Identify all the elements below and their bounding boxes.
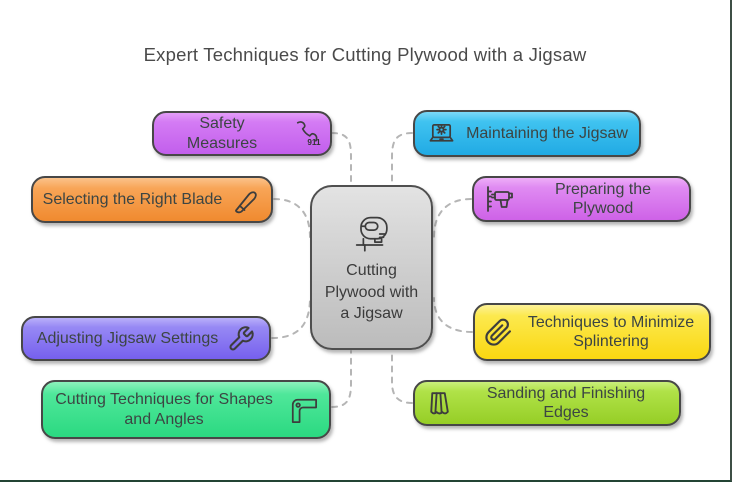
- node-label: Maintaining the Jigsaw: [466, 124, 628, 142]
- center-node-label: Cutting Plywood with a Jigsaw: [324, 262, 419, 323]
- curtain-pleats-icon: [424, 390, 453, 417]
- jigsaw-tool-icon: [349, 210, 395, 256]
- phone-911-icon: 911: [290, 119, 321, 148]
- connector-shapes-center: [331, 350, 352, 408]
- node-label: Selecting the Right Blade: [42, 190, 223, 208]
- paperclip-icon: [484, 318, 513, 347]
- node-cutting-techniques-shapes-angles: Cutting Techniques for Shapes and Angles: [41, 380, 331, 439]
- connector-sanding-center: [391, 350, 413, 404]
- node-selecting-the-right-blade: Selecting the Right Blade: [31, 176, 273, 223]
- node-label: Adjusting Jigsaw Settings: [36, 329, 219, 347]
- knife-icon: [231, 185, 261, 215]
- wrench-icon: [227, 325, 255, 353]
- connector-safety-center: [331, 132, 352, 185]
- phone-911-badge: 911: [307, 138, 321, 147]
- node-label: Techniques to Minimize Splintering: [527, 313, 695, 350]
- node-safety-measures: Safety Measures 911: [152, 111, 332, 156]
- node-adjusting-jigsaw-settings: Adjusting Jigsaw Settings: [21, 316, 271, 361]
- node-label: Cutting Techniques for Shapes and Angles: [55, 391, 273, 428]
- center-node-cutting-plywood: Cutting Plywood with a Jigsaw: [310, 185, 433, 350]
- node-maintaining-the-jigsaw: Maintaining the Jigsaw: [413, 110, 641, 157]
- drill-ruler-icon: [483, 184, 517, 214]
- connector-select-center: [273, 198, 311, 238]
- node-techniques-to-minimize-splintering: Techniques to Minimize Splintering: [473, 303, 711, 361]
- connector-maintain-center: [391, 132, 413, 185]
- page-title: Expert Techniques for Cutting Plywood wi…: [143, 44, 587, 65]
- node-label: Safety Measures: [186, 115, 258, 152]
- node-label: Preparing the Plywood: [554, 180, 652, 217]
- corner-ruler-icon: [285, 392, 320, 427]
- laptop-gear-icon: [426, 120, 457, 147]
- connector-splinter-center: [433, 297, 473, 333]
- node-preparing-the-plywood: Preparing the Plywood: [472, 176, 691, 222]
- connector-adjust-center: [271, 297, 311, 339]
- connector-prepare-center: [433, 198, 472, 238]
- node-sanding-finishing-edges: Sanding and Finishing Edges: [413, 380, 681, 426]
- node-label: Sanding and Finishing Edges: [486, 384, 646, 421]
